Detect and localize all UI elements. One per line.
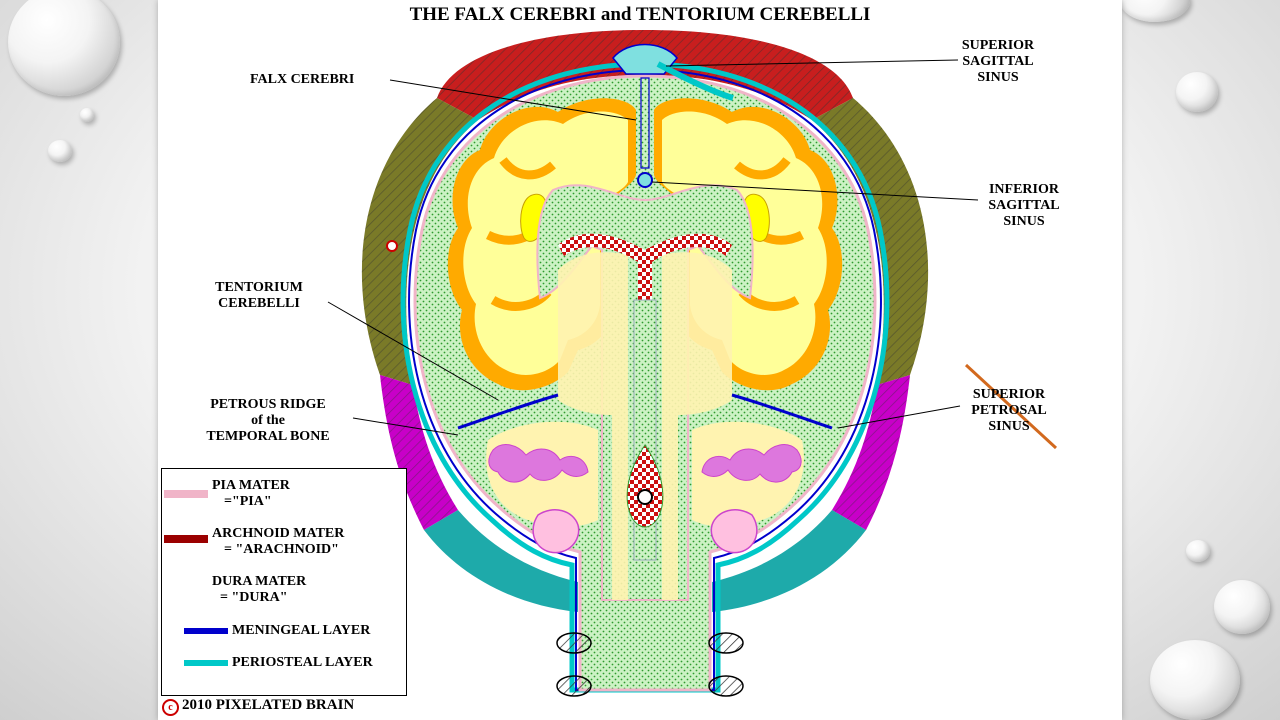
skull-right-olive-hatch [812, 98, 929, 385]
label-petrous-ridge: PETROUS RIDGE of the TEMPORAL BONE [198, 397, 338, 445]
label-superior-sagittal-sinus: SUPERIOR SAGITTAL SINUS [948, 38, 1048, 86]
slide: THE FALX CEREBRI and TENTORIUM CEREBELLI… [158, 0, 1122, 720]
superior-sagittal-sinus-branch [656, 61, 734, 101]
legend-swatch-arachnoid [164, 535, 208, 543]
legend-box: PIA MATER ="PIA" ARCHNOID MATER = "ARACH… [161, 468, 407, 696]
label-line: PETROUS RIDGE [210, 397, 326, 412]
falx-midline [640, 77, 650, 169]
vertebral-bodies [556, 632, 744, 697]
label-tentorium-cerebelli: TENTORIUM CEREBELLI [204, 280, 314, 312]
legend-text-meningeal: MENINGEAL LAYER [232, 623, 371, 638]
skull-left-teal [424, 510, 578, 612]
water-drop-right [1176, 72, 1218, 112]
label-inferior-sagittal-sinus: INFERIOR SAGITTAL SINUS [974, 182, 1074, 230]
cerebral-aqueduct [637, 489, 653, 505]
label-line: PETROSAL [971, 403, 1047, 418]
label-line: SINUS [1003, 214, 1045, 229]
skull-left-olive-hatch [361, 98, 478, 385]
legend-text-pia-1: PIA MATER [212, 478, 290, 493]
copyright-text: 2010 PIXELATED BRAIN [182, 697, 355, 713]
inferior-sagittal-sinus-shape [637, 172, 653, 188]
label-line: CEREBELLI [218, 296, 300, 311]
copyright-icon: c [162, 699, 179, 716]
skull-right-magenta-hatch [832, 375, 910, 530]
annotation-strikethrough [964, 363, 1058, 450]
diencephalon [558, 252, 732, 600]
slide-title: THE FALX CEREBRI and TENTORIUM CEREBELLI [409, 4, 871, 25]
meningeal-vessel [386, 240, 398, 252]
choroid-plexus-checker [558, 233, 732, 340]
legend-text-dura-1: DURA MATER [212, 574, 307, 589]
brain-diagram [327, 30, 1058, 697]
legend-text-pia-2: ="PIA" [224, 494, 272, 509]
label-line: INFERIOR [988, 182, 1059, 197]
skull-left-magenta-hatch [380, 375, 458, 530]
legend-swatch-pia [164, 490, 208, 498]
legend-swatch-meningeal [184, 628, 228, 634]
label-line: TEMPORAL BONE [206, 429, 330, 444]
leader-lines [327, 59, 979, 436]
label-line: SAGITTAL [962, 54, 1034, 69]
label-line: SUPERIOR [972, 387, 1046, 402]
legend-text-dura-2: = "DURA" [220, 590, 288, 605]
legend-text-arachnoid-2: = "ARACHNOID" [224, 542, 339, 557]
legend-text-periosteal: PERIOSTEAL LAYER [232, 655, 373, 670]
water-drop-small [48, 140, 72, 162]
tentorium-left [457, 393, 559, 430]
left-cerebellum [486, 421, 598, 554]
water-drop-right-small [1186, 540, 1210, 562]
water-drop-large [8, 0, 120, 96]
tentorium-right [731, 393, 833, 430]
skull-right-teal [712, 510, 866, 612]
water-drop-bottom-right [1150, 640, 1240, 720]
water-drop-tiny [80, 108, 94, 122]
water-drop-right-mid [1214, 580, 1270, 634]
label-line: SINUS [977, 70, 1019, 85]
legend-text-arachnoid-1: ARCHNOID MATER [212, 526, 345, 541]
label-line: of the [251, 413, 285, 428]
water-drop-top-right [1120, 0, 1190, 22]
legend-swatch-periosteal [184, 660, 228, 666]
label-falx-cerebri: FALX CEREBRI [250, 72, 355, 87]
right-cerebellum [692, 421, 804, 554]
label-superior-petrosal-sinus: SUPERIOR PETROSAL SINUS [954, 387, 1064, 435]
label-line: TENTORIUM [215, 280, 303, 295]
fourth-ventricle [626, 444, 664, 528]
label-line: SINUS [988, 419, 1030, 434]
label-line: SUPERIOR [961, 38, 1035, 53]
label-line: SAGITTAL [988, 198, 1060, 213]
